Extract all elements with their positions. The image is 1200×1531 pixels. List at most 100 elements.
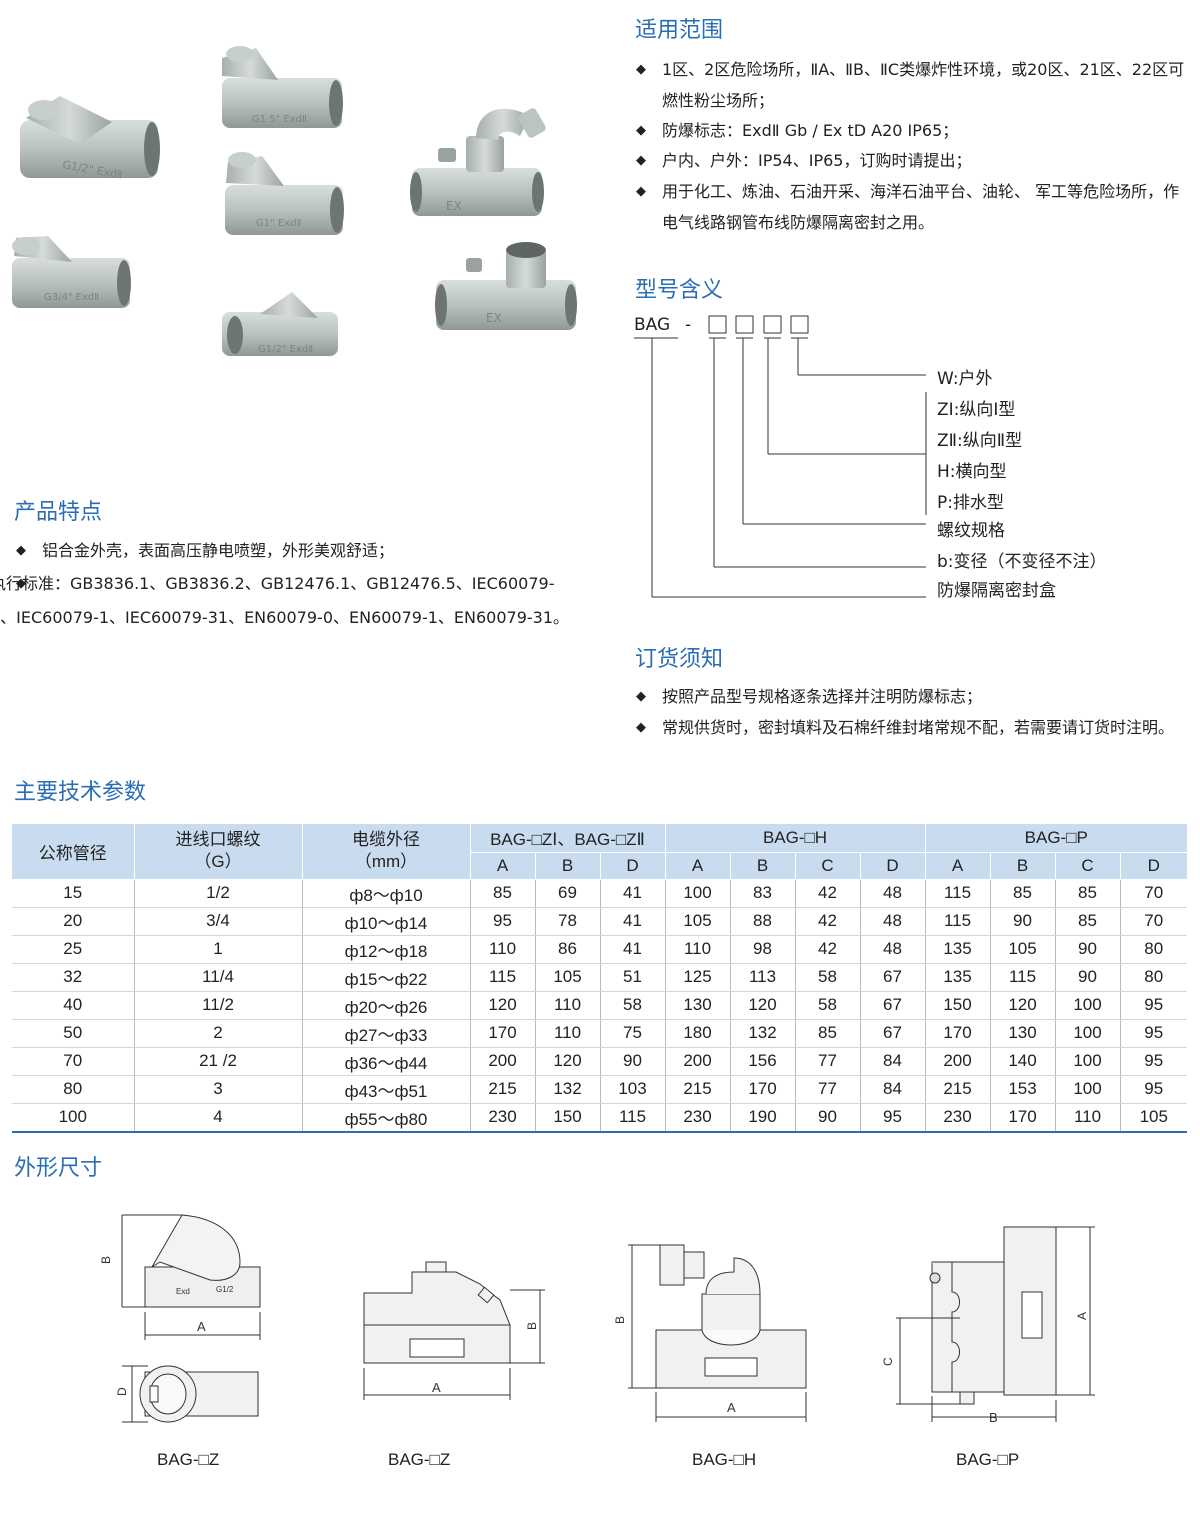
cell: 105 [665,907,731,936]
diamond-bullet-icon: ◆ [636,689,646,704]
cell: 70 [1120,907,1187,936]
fitting-label: EX [446,199,462,213]
cell: 120 [990,991,1056,1020]
cell: 215 [925,1075,991,1104]
cell: 85 [990,879,1056,908]
cell: 32 [12,963,135,992]
scope-item: ◆户内、户外：IP54、IP65，订购时请提出； [636,145,1186,176]
cell: 41 [600,935,666,964]
cell: 95 [1120,1075,1187,1104]
dim-label-b: B [613,1316,627,1324]
group-header-z: BAG-□ZⅠ、BAG-□ZⅡ [470,824,666,853]
cell: 200 [925,1047,991,1076]
fitting-photo-1: G1/2" ExdⅡ [20,96,160,181]
cell: 200 [665,1047,731,1076]
diamond-bullet-icon: ◆ [636,153,646,168]
cell: 48 [860,879,926,908]
fitting-label: G1" ExdⅡ [256,218,301,229]
features-title: 产品特点 [14,500,103,525]
cell: 90 [1055,963,1121,992]
cell: 98 [730,935,796,964]
cell: 75 [600,1019,666,1048]
cell: 115 [925,907,991,936]
col-header-p-b: B [990,852,1056,880]
cell: 42 [795,879,861,908]
cell: 103 [600,1075,666,1104]
cell: 51 [600,963,666,992]
fitting-photo-3: G1" ExdⅡ [225,152,344,235]
cell: 130 [665,991,731,1020]
fitting-photo-2: G1 5" ExdⅡ [222,46,343,128]
cell: 3 [134,1075,303,1104]
fitting-label: G1 5" ExdⅡ [252,114,307,125]
diamond-bullet-icon: ◆ [16,543,26,558]
cell: 230 [925,1103,991,1133]
cell: 80 [12,1075,135,1104]
cell: 77 [795,1047,861,1076]
cell: 100 [1055,1075,1121,1104]
drawing-caption: BAG-□H [692,1450,757,1469]
model-label-w: W:户外 [937,369,993,389]
dim-label-a: A [1075,1312,1089,1320]
cell: 48 [860,935,926,964]
model-dash: - [685,315,692,335]
scope-item: ◆防爆标志：ExdⅡ Gb / Ex tD A20 IP65； [636,115,1186,146]
cell: 100 [665,879,731,908]
cell: 15 [12,879,135,908]
dim-label-b: B [99,1256,113,1264]
cell: 77 [795,1075,861,1104]
scope-title: 适用范围 [635,18,724,43]
col-header-z-d: D [600,852,666,880]
cell: ф43～ф51 [302,1075,471,1104]
cell: 41 [600,879,666,908]
col-header-thread: 进线口螺纹（G） [134,824,303,880]
cell: 170 [990,1103,1056,1133]
cell: 80 [1120,935,1187,964]
cell: 170 [925,1019,991,1048]
model-label-b: b:变径（不变径不注） [937,552,1107,572]
cell: 67 [860,963,926,992]
dim-label-a: A [197,1319,206,1334]
model-title: 型号含义 [635,278,724,303]
cell: ф10～ф14 [302,907,471,936]
cell: 105 [535,963,601,992]
cell: ф8～ф10 [302,879,471,908]
cell: 100 [12,1103,135,1133]
col-header-h-a: A [665,852,731,880]
model-label-thread: 螺纹规格 [937,521,1005,541]
cell: 90 [990,907,1056,936]
fitting-photo-7: EX [435,242,577,330]
group-header-p: BAG-□P [925,824,1187,853]
cell: 105 [990,935,1056,964]
cell: 70 [12,1047,135,1076]
col-header-h-c: C [795,852,861,880]
cell: ф20～ф26 [302,991,471,1020]
cell: 85 [1055,907,1121,936]
cell: 156 [730,1047,796,1076]
drawing-h [628,1244,807,1422]
cell: 110 [665,935,731,964]
drawing-caption: BAG-□Z [157,1450,220,1469]
cell: 125 [665,963,731,992]
params-title: 主要技术参数 [14,780,147,805]
cell: 20 [12,907,135,936]
drawing-p [896,1226,1095,1422]
cell: 100 [1055,991,1121,1020]
cell: 69 [535,879,601,908]
dimension-drawings: B A Exd G1/2 D B A B A A C B [99,1214,1095,1425]
fitting-label: G1/2" ExdⅡ [258,344,313,355]
cell: 95 [470,907,536,936]
cell: 2 [134,1019,303,1048]
cell: 95 [1120,991,1187,1020]
cell: 110 [470,935,536,964]
cell: 110 [535,991,601,1020]
cell: 180 [665,1019,731,1048]
group-header-h: BAG-□H [665,824,926,853]
cell: 170 [730,1075,796,1104]
cell: 21 /2 [134,1047,303,1076]
diamond-bullet-icon: ◆ [636,720,646,735]
cell: 115 [990,963,1056,992]
cell: 100 [1055,1019,1121,1048]
